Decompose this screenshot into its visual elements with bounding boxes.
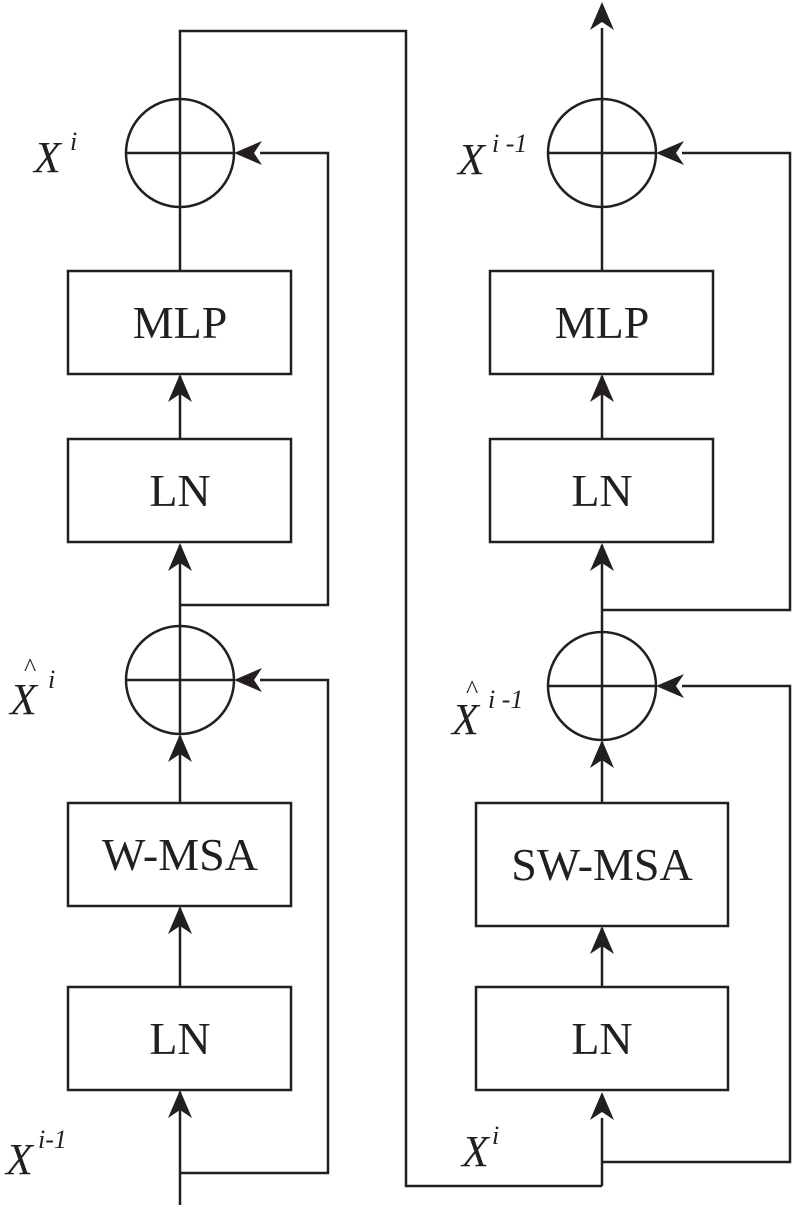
right-swmsa-arrow	[590, 926, 614, 954]
left-ln-top-arrow	[168, 543, 192, 571]
left-mlp-label: MLP	[133, 297, 228, 348]
left-input-arrow	[168, 1090, 192, 1118]
svg-text:i-1: i-1	[38, 1125, 67, 1154]
right-block: LN SW-MSA LN MLP	[450, 2, 792, 1186]
svg-text:X: X	[8, 675, 39, 724]
right-residual-1	[602, 684, 792, 1164]
left-residual-1-arrow	[234, 668, 262, 692]
left-residual-1	[180, 678, 330, 1175]
svg-text:X: X	[456, 135, 487, 184]
left-wmsa-arrow	[168, 906, 192, 934]
svg-text:i -1: i -1	[488, 685, 523, 714]
left-mlp-arrow	[168, 374, 192, 402]
svg-text:i -1: i -1	[492, 129, 527, 158]
right-output-label: X i -1	[456, 129, 527, 184]
right-residual-1-arrow	[656, 674, 684, 698]
left-input-label: X i-1	[4, 1125, 67, 1184]
left-wmsa-box	[66, 801, 293, 908]
right-add1-arrow	[590, 740, 614, 768]
left-ln-top-box	[66, 437, 293, 544]
svg-text:X: X	[460, 1127, 491, 1176]
left-add1-arrow	[168, 734, 192, 762]
svg-text:X: X	[4, 1135, 35, 1184]
left-to-right-connector	[178, 29, 602, 1188]
left-adder-2	[124, 97, 236, 209]
right-output-arrow	[590, 2, 614, 30]
svg-text:i: i	[492, 1121, 499, 1150]
right-mlp-arrow	[590, 374, 614, 402]
right-ln-bottom-label: LN	[571, 1013, 632, 1064]
svg-text:i: i	[70, 127, 77, 156]
right-swmsa-box	[474, 801, 730, 928]
right-adder-1	[546, 630, 658, 742]
left-ln-bottom-box	[66, 985, 293, 1092]
right-mid-label: ^ X i -1	[450, 675, 523, 744]
right-residual-2	[602, 151, 792, 612]
left-ln-top-label: LN	[149, 465, 210, 516]
right-ln-top-arrow	[590, 543, 614, 571]
left-output-label: X i	[32, 127, 77, 182]
left-adder-1	[124, 624, 236, 736]
right-ln-top-box	[488, 437, 715, 544]
left-ln-bottom-label: LN	[149, 1013, 210, 1064]
svg-text:X: X	[32, 133, 63, 182]
right-swmsa-label: SW-MSA	[511, 839, 692, 890]
svg-text:^: ^	[466, 675, 478, 704]
svg-text:i: i	[48, 665, 55, 694]
right-input-label: X i	[460, 1121, 499, 1176]
svg-text:X: X	[450, 695, 481, 744]
right-adder-2	[546, 97, 658, 209]
right-input-arrow	[590, 1092, 614, 1120]
left-residual-2	[180, 151, 330, 607]
right-mlp-label: MLP	[555, 297, 650, 348]
left-block: LN W-MSA LN MLP	[4, 29, 602, 1205]
svg-text:^: ^	[24, 653, 36, 682]
left-wmsa-label: W-MSA	[102, 829, 258, 880]
left-mid-label: ^ X i	[8, 653, 55, 724]
right-ln-top-label: LN	[571, 465, 632, 516]
left-residual-2-arrow	[234, 141, 262, 165]
right-residual-2-arrow	[656, 141, 684, 165]
